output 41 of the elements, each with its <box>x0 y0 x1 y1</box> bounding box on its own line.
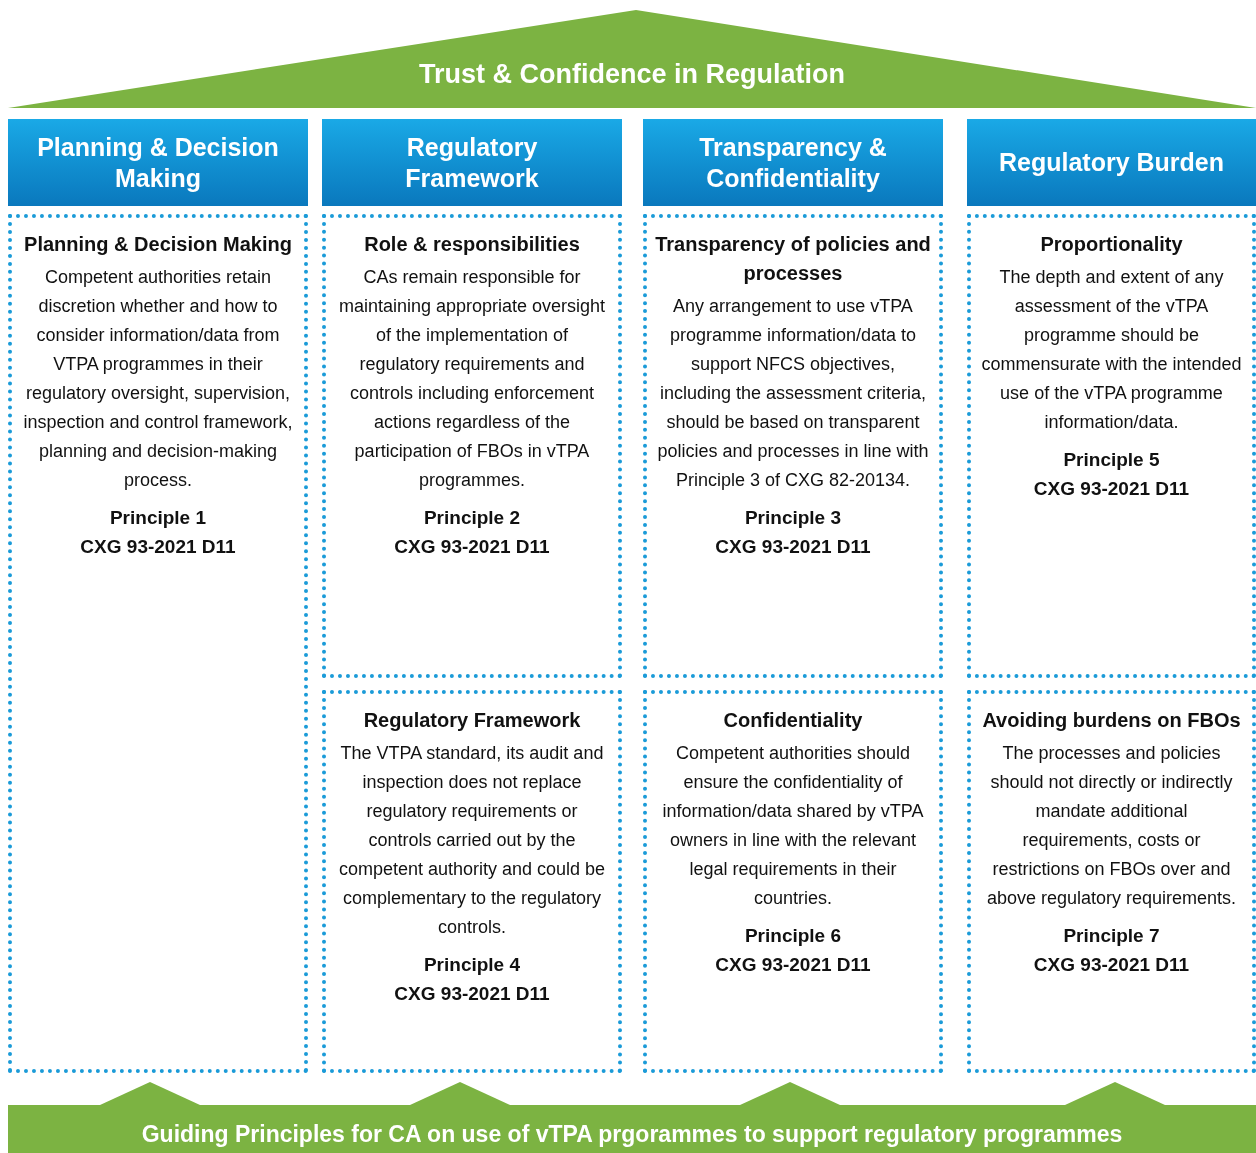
card-body: Any arrangement to use vTPA programme information/data to support NFCS objectives, including the assessment criteria, should be based on transparent policies and processes in line with Principle 3 of CXG 82-20134. <box>656 295 930 492</box>
principle-card <box>322 690 622 1073</box>
card-heading: Role & responsibilities <box>364 232 580 257</box>
card-body: The processes and policies should not directly or indirectly mandate additional requirements, costs or restrictions on FBOs over and above regulatory requirements. <box>985 742 1238 910</box>
principle-card <box>643 690 943 1073</box>
column-header: Planning & Decision Making <box>8 119 308 206</box>
card-heading: Transparency of policies and processes <box>655 232 931 286</box>
reference-code: CXG 93-2021 D11 <box>80 535 236 559</box>
principle-number: Principle 7 <box>1063 924 1160 948</box>
column-header: Transparency & Confidentiality <box>643 119 943 206</box>
roof-title: Trust & Confidence in Regulation <box>419 58 845 91</box>
reference-code: CXG 93-2021 D11 <box>715 953 871 977</box>
card-heading: Planning & Decision Making <box>24 232 292 257</box>
card-heading: Regulatory Framework <box>363 708 581 733</box>
card-body: Competent authorities retain discretion whether and how to consider information/data from VTPA programmes in their regulatory oversight, supervision, inspection and control framework, planning and decision-making process. <box>22 266 294 492</box>
principle-card <box>8 214 308 1073</box>
card-body: The depth and extent of any assessment of the vTPA programme should be commensurate with the intended use of the vTPA programme information/data. <box>980 266 1243 434</box>
card-body: CAs remain responsible for maintaining appropriate oversight of the implementation of regulatory requirements and controls including enforcement actions regardless of the participation of FBOs in vTPA programmes. <box>337 266 607 492</box>
principle-card <box>322 214 622 678</box>
reference-code: CXG 93-2021 D11 <box>1033 477 1190 501</box>
principle-number: Principle 5 <box>1063 448 1160 472</box>
card-heading: Confidentiality <box>723 708 863 733</box>
card-heading: Proportionality <box>1040 232 1183 257</box>
card-heading: Avoiding burdens on FBOs <box>982 708 1241 733</box>
principle-card <box>967 214 1256 678</box>
principle-card <box>643 214 943 678</box>
principle-number: Principle 2 <box>423 506 521 530</box>
reference-code: CXG 93-2021 D11 <box>394 982 550 1006</box>
principle-card <box>967 690 1256 1073</box>
principle-number: Principle 6 <box>744 924 842 948</box>
reference-code: CXG 93-2021 D11 <box>715 535 871 559</box>
principle-number: Principle 4 <box>423 953 521 977</box>
principle-number: Principle 3 <box>744 506 842 530</box>
card-body: Competent authorities should ensure the confidentiality of information/data shared by vTPA owners in line with the relevant legal requirements in their countries. <box>661 742 925 910</box>
reference-code: CXG 93-2021 D11 <box>1033 953 1190 977</box>
reference-code: CXG 93-2021 D11 <box>394 535 550 559</box>
base-title: Guiding Principles for CA on use of vTPA prgorammes to support regulatory programmes <box>141 1120 1123 1149</box>
column-header: Regulatory Burden <box>967 119 1256 206</box>
principle-number: Principle 1 <box>109 506 207 530</box>
column-header: Regulatory Framework <box>322 119 622 206</box>
card-body: The VTPA standard, its audit and inspection does not replace regulatory requirements or controls carried out by the competent authority and could be complementary to the regulatory controls. <box>337 742 607 939</box>
